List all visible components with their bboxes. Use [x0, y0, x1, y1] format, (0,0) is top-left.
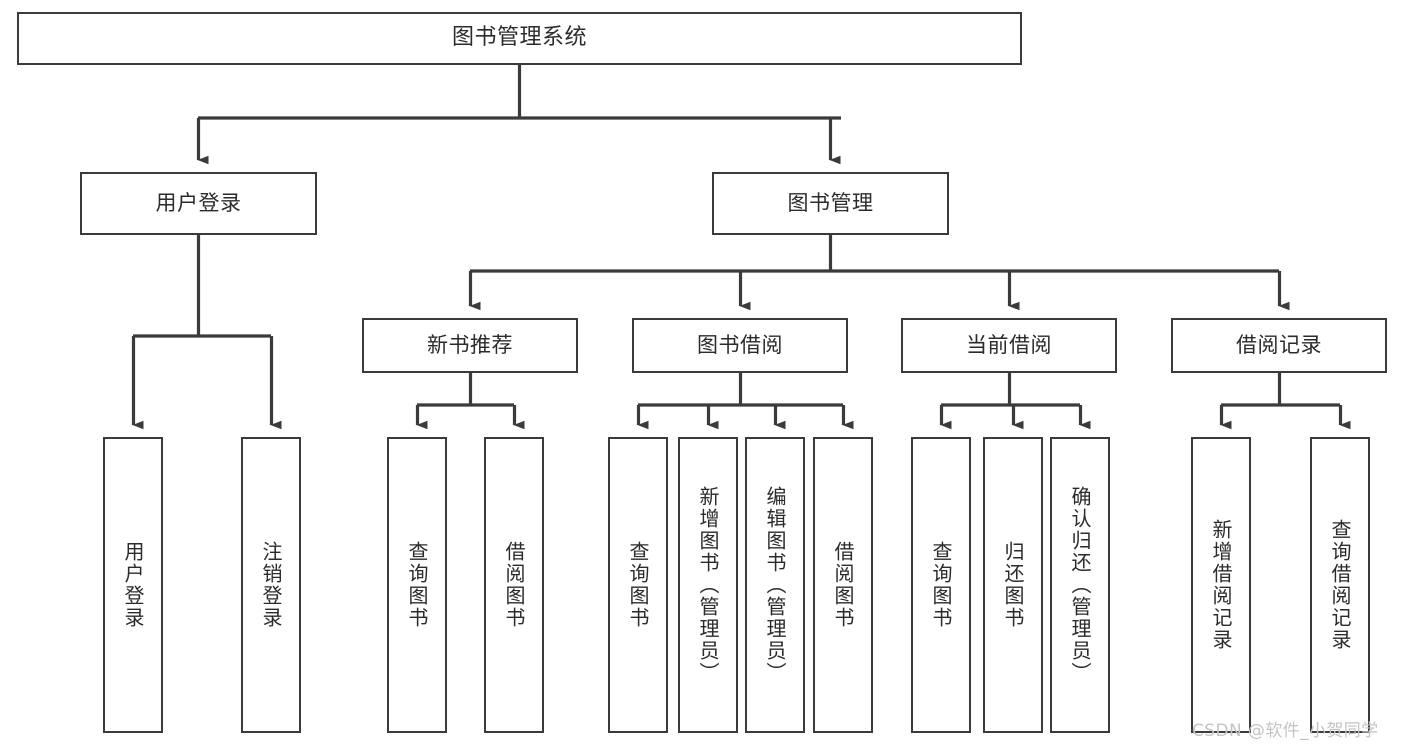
node-borrow-records[interactable]: 借阅记录 [1171, 318, 1387, 373]
node-new-book-recommend-label: 新书推荐 [427, 332, 513, 357]
node-leaf-confirm-return-admin-label: 确认归还（管理员） [1068, 486, 1092, 684]
watermark: CSDN @软件_小贺同学 [1192, 721, 1379, 741]
node-leaf-logout-label: 注销登录 [259, 541, 283, 629]
node-leaf-user-login-label: 用户登录 [121, 541, 145, 629]
node-leaf-edit-book-admin-label: 编辑图书（管理员） [763, 486, 787, 684]
node-new-book-recommend[interactable]: 新书推荐 [362, 318, 578, 373]
node-leaf-add-book-admin-label: 新增图书（管理员） [696, 486, 720, 684]
node-leaf-add-borrow-record-label: 新增借阅记录 [1209, 519, 1233, 651]
node-leaf-query-book-new-label: 查询图书 [405, 541, 429, 629]
node-current-borrow-label: 当前借阅 [966, 332, 1052, 357]
node-leaf-borrow-book-label: 借阅图书 [831, 541, 855, 629]
node-leaf-return-book-label: 归还图书 [1001, 541, 1025, 629]
node-book-borrow[interactable]: 图书借阅 [632, 318, 848, 373]
node-leaf-query-book-borrow[interactable]: 查询图书 [608, 437, 668, 733]
node-leaf-confirm-return-admin[interactable]: 确认归还（管理员） [1050, 437, 1110, 733]
node-leaf-logout[interactable]: 注销登录 [241, 437, 301, 733]
node-leaf-query-book-current-label: 查询图书 [929, 541, 953, 629]
node-root[interactable]: 图书管理系统 [17, 12, 1022, 65]
node-leaf-return-book[interactable]: 归还图书 [983, 437, 1043, 733]
node-leaf-query-borrow-record[interactable]: 查询借阅记录 [1310, 437, 1370, 733]
node-book-management[interactable]: 图书管理 [712, 172, 949, 235]
node-leaf-borrow-book-new-label: 借阅图书 [502, 541, 526, 629]
node-leaf-query-book-new[interactable]: 查询图书 [387, 437, 447, 733]
node-leaf-add-borrow-record[interactable]: 新增借阅记录 [1191, 437, 1251, 733]
node-root-label: 图书管理系统 [451, 25, 587, 51]
node-leaf-query-borrow-record-label: 查询借阅记录 [1328, 519, 1352, 651]
node-book-borrow-label: 图书借阅 [697, 332, 783, 357]
node-book-management-label: 图书管理 [787, 190, 874, 215]
node-leaf-edit-book-admin[interactable]: 编辑图书（管理员） [745, 437, 805, 733]
node-leaf-query-book-borrow-label: 查询图书 [626, 541, 650, 629]
node-leaf-query-book-current[interactable]: 查询图书 [911, 437, 971, 733]
node-user-login-label: 用户登录 [155, 190, 242, 215]
node-leaf-user-login[interactable]: 用户登录 [103, 437, 163, 733]
node-leaf-borrow-book-new[interactable]: 借阅图书 [484, 437, 544, 733]
node-user-login[interactable]: 用户登录 [80, 172, 317, 235]
node-current-borrow[interactable]: 当前借阅 [901, 318, 1117, 373]
node-borrow-records-label: 借阅记录 [1236, 332, 1322, 357]
node-leaf-borrow-book[interactable]: 借阅图书 [813, 437, 873, 733]
node-leaf-add-book-admin[interactable]: 新增图书（管理员） [678, 437, 738, 733]
